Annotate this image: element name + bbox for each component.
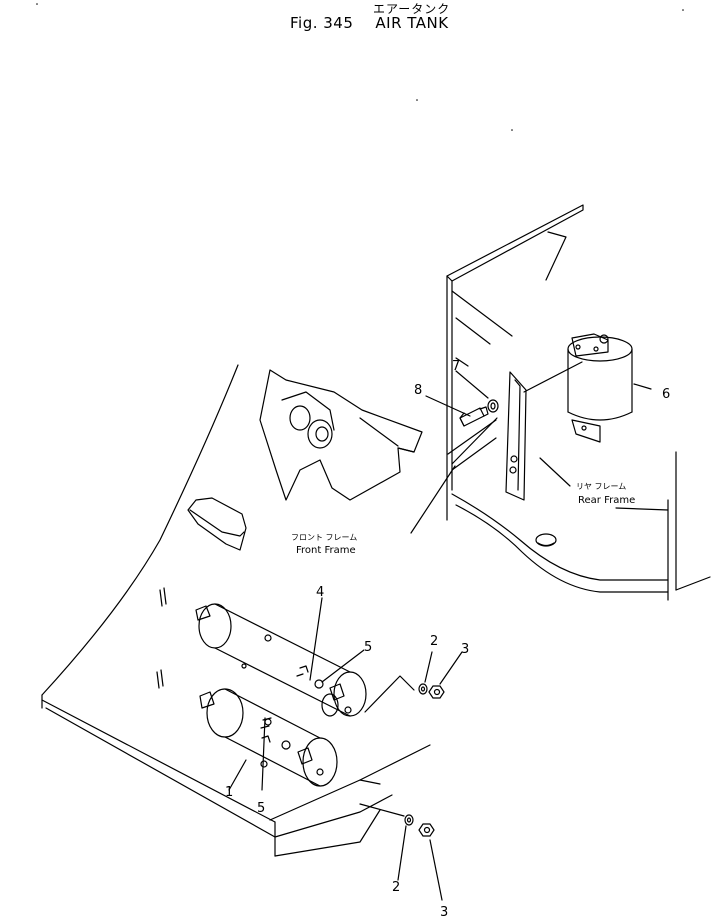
callout-3-lower: 3 — [440, 905, 448, 917]
callout-5-upper: 5 — [364, 640, 372, 655]
rear-bracket — [505, 361, 583, 501]
washers-and-nuts — [359, 683, 445, 837]
title-japanese: エアータンク — [373, 2, 451, 16]
callout-4: 4 — [316, 585, 324, 600]
air-tank-4 — [195, 603, 415, 717]
specks — [36, 3, 684, 131]
figure-name: AIR TANK — [375, 14, 449, 32]
front-frame — [41, 364, 431, 857]
callout-7: 7 — [452, 359, 460, 374]
callout-2-lower: 2 — [392, 880, 400, 895]
front-frame-label-jp: フロント フレーム — [291, 533, 357, 542]
callout-1: 1 — [225, 785, 233, 800]
rear-frame-label-jp: リヤ フレーム — [576, 482, 626, 491]
figure-number: Fig. 345 — [290, 14, 354, 32]
bolt-marks — [156, 587, 272, 729]
figure-title: Fig. 345 AIR TANK — [290, 14, 449, 32]
callout-2-upper: 2 — [430, 634, 438, 649]
air-tank-6 — [567, 333, 652, 443]
small-plate — [187, 497, 247, 551]
rear-frame — [446, 204, 711, 601]
callout-5-lower: 5 — [257, 801, 265, 816]
rear-frame-label: Rear Frame — [578, 495, 635, 506]
bolt-and-washer — [410, 370, 499, 534]
callout-6: 6 — [662, 387, 670, 402]
air-tank-1 — [199, 688, 338, 787]
front-bracket — [259, 369, 423, 501]
callout-3-upper: 3 — [461, 642, 469, 657]
callout-8: 8 — [414, 383, 422, 398]
front-frame-label: Front Frame — [296, 545, 356, 556]
leader-lines — [228, 457, 669, 901]
